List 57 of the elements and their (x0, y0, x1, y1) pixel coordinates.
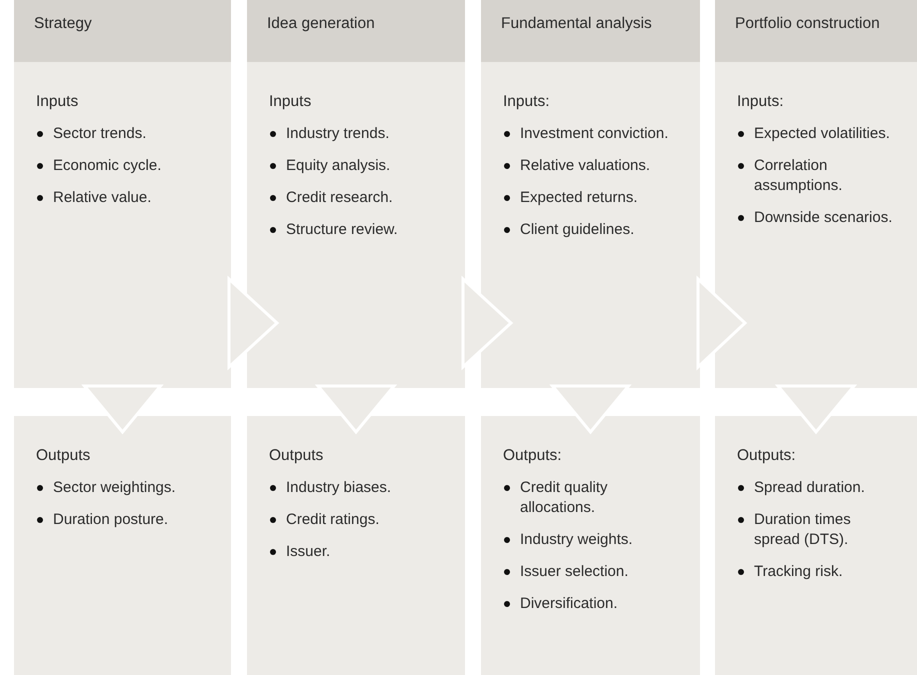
stage-panel (481, 416, 700, 675)
stage-header (481, 0, 700, 62)
bullet-item: Duration posture. (36, 510, 211, 530)
bullet-item: Duration times spread (DTS). (737, 510, 897, 550)
bullet-item: Correlation assumptions. (737, 156, 897, 196)
chevron-arrow (314, 384, 398, 434)
bullet-item: Spread duration. (737, 478, 897, 498)
bullet-item: Relative value. (36, 188, 211, 208)
bullet-item: Downside scenarios. (737, 208, 897, 228)
bullet-item: Credit research. (269, 188, 445, 208)
bullet-item: Relative valuations. (503, 156, 680, 176)
bullet-item: Industry weights. (503, 530, 680, 550)
section-heading: Outputs: (503, 446, 563, 466)
chevron-arrow (81, 384, 164, 434)
stage-panel (481, 62, 700, 388)
bullet-item: Economic cycle. (36, 156, 211, 176)
stage-panel (14, 62, 231, 388)
section-heading: Inputs (269, 92, 312, 112)
bullet-item: Investment conviction. (503, 124, 680, 144)
bullet-item: Issuer. (269, 542, 445, 562)
section-heading: Outputs (269, 446, 324, 466)
section-heading: Inputs (36, 92, 80, 112)
bullet-item: Tracking risk. (737, 562, 897, 582)
stage-title: Idea generation (267, 14, 376, 34)
stage-panel (715, 416, 917, 675)
stage-title: Portfolio construction (735, 14, 881, 34)
bullet-item: Issuer selection. (503, 562, 680, 582)
chevron-arrow (228, 276, 280, 370)
stage-title: Fundamental analysis (501, 14, 653, 34)
bullet-item: Industry biases. (269, 478, 445, 498)
section-heading: Outputs: (737, 446, 797, 466)
bullet-item: Sector weightings. (36, 478, 211, 498)
chevron-arrow (462, 276, 514, 370)
chevron-arrow (549, 384, 632, 434)
chevron-arrow (696, 276, 748, 370)
bullet-item: Client guidelines. (503, 220, 680, 240)
bullet-item: Expected returns. (503, 188, 680, 208)
section-heading: Outputs (36, 446, 92, 466)
bullet-item: Credit quality allocations. (503, 478, 680, 518)
stage-panel (14, 416, 231, 675)
stage-header (715, 0, 917, 62)
section-heading: Inputs: (503, 92, 551, 112)
bullet-item: Sector trends. (36, 124, 211, 144)
section-heading: Inputs: (737, 92, 785, 112)
bullet-item: Diversification. (503, 594, 680, 614)
chevron-arrow (774, 384, 858, 434)
stage-title: Strategy (34, 14, 93, 34)
bullet-item: Equity analysis. (269, 156, 445, 176)
bullet-item: Expected volatilities. (737, 124, 897, 144)
bullet-item: Credit ratings. (269, 510, 445, 530)
bullet-item: Structure review. (269, 220, 445, 240)
stage-panel (715, 62, 917, 388)
stage-header (247, 0, 465, 62)
stage-panel (247, 416, 465, 675)
stage-panel (247, 62, 465, 388)
bullet-item: Industry trends. (269, 124, 445, 144)
stage-header (14, 0, 231, 62)
